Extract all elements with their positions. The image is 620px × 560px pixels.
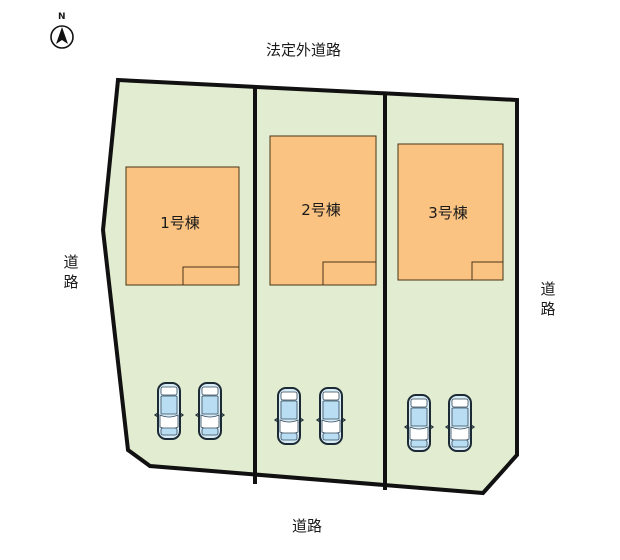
north-arrow-icon [50,25,74,49]
car-icon [445,394,475,452]
road-label-top: 法定外道路 [266,41,342,59]
road-label-bottom: 道路 [292,517,323,535]
road-label-right: 道路 [540,280,556,318]
car-icon [195,382,225,440]
building-1 [125,166,240,286]
car-icon [404,394,434,452]
building-label-1: 1号棟 [160,214,200,232]
road-label-left: 道路 [63,253,79,291]
car-icon [274,387,304,445]
compass-label: N [58,12,66,22]
building-2 [269,135,377,286]
building-label-2: 2号棟 [301,201,341,219]
car-icon [154,382,184,440]
car-icon [316,387,346,445]
building-label-3: 3号棟 [428,204,468,222]
building-3 [397,143,504,281]
